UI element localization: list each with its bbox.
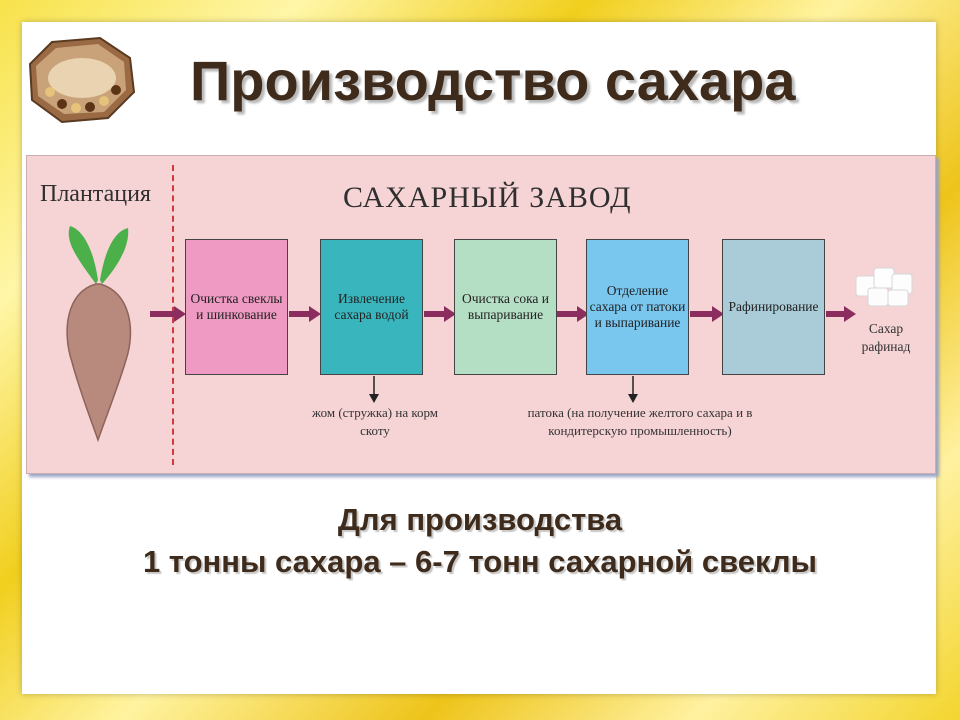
arrow-1: [150, 306, 186, 322]
step-molasses-separation: Отделение сахара от патоки и выпаривание: [586, 239, 689, 375]
footer-line-1: Для производства: [337, 502, 623, 537]
step-refining: Рафинирование: [722, 239, 825, 375]
down-arrow-1: [369, 376, 379, 403]
factory-label: САХАРНЫЙ ЗАВОД: [343, 181, 632, 214]
step-juice-purification: Очистка сока и выпаривание: [454, 239, 557, 375]
product-refined-sugar: Сахар рафинад: [861, 321, 911, 354]
arrow-5: [690, 306, 724, 322]
arrow-6: [826, 306, 856, 322]
sugar-cubes-icon: [855, 267, 913, 307]
step-cleaning-shredding: Очистка свеклы и шинкование: [185, 239, 288, 375]
page-title: Производство сахара: [190, 49, 796, 112]
byproduct-pulp: жом (стружка) на корм скоту: [311, 405, 439, 438]
down-arrow-2: [628, 376, 638, 403]
byproduct-molasses: патока (на получение желтого сахара и в …: [527, 405, 753, 438]
plantation-label: Плантация: [40, 181, 151, 207]
arrow-2: [289, 306, 321, 322]
arrow-4: [557, 306, 589, 322]
arrow-3: [424, 306, 456, 322]
candy-box-icon: [28, 36, 136, 124]
beet-icon: [66, 226, 132, 443]
footer-line-2: 1 тонны сахара – 6-7 тонн сахарной свекл…: [142, 544, 818, 579]
step-sugar-extraction: Извлечение сахара водой: [320, 239, 423, 375]
